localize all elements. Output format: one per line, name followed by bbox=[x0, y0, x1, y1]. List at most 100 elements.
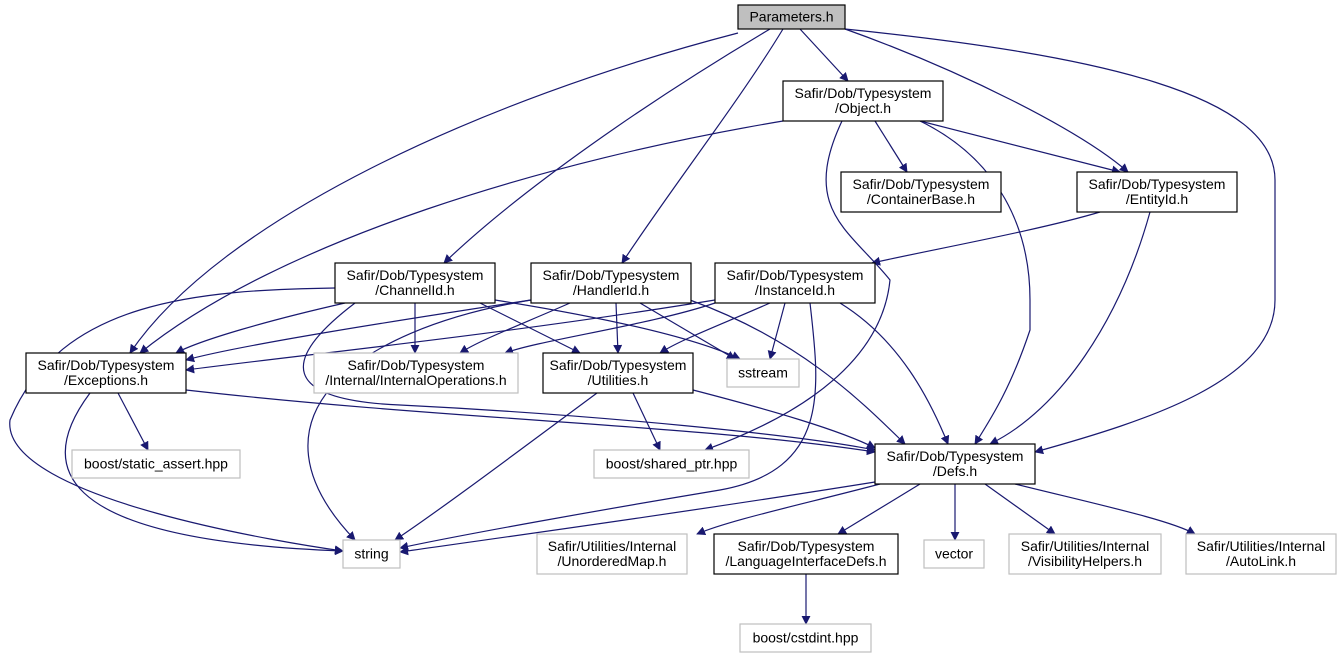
node-label-channelid-line-1: /ChannelId.h bbox=[375, 282, 454, 298]
node-box-string bbox=[342, 539, 401, 569]
node-entityid[interactable]: Safir/Dob/Typesystem/EntityId.h bbox=[1076, 171, 1238, 213]
edge-instanceid-to-string bbox=[399, 302, 817, 551]
edge-entityid-to-defs bbox=[989, 211, 1151, 445]
edge-defs-to-autolink bbox=[1014, 483, 1196, 535]
node-box-sstream bbox=[726, 358, 800, 388]
node-label-exceptions-line-1: /Exceptions.h bbox=[64, 372, 148, 388]
node-label-defs-line-1: /Defs.h bbox=[933, 463, 977, 479]
node-box-langdefs bbox=[713, 533, 899, 575]
node-box-entityid bbox=[1076, 171, 1238, 213]
node-label-entityid-line-0: Safir/Dob/Typesystem bbox=[1089, 176, 1226, 192]
edge-handlerid-to-exceptions bbox=[185, 299, 532, 363]
edge-exceptions-to-string bbox=[64, 392, 344, 556]
node-label-langdefs-line-1: /LanguageInterfaceDefs.h bbox=[725, 553, 886, 569]
node-label-containerbase-line-1: /ContainerBase.h bbox=[867, 191, 975, 207]
edge-handlerid-to-defs bbox=[689, 299, 906, 445]
edge-channelid-to-exceptions bbox=[175, 302, 346, 354]
node-box-sharedptr bbox=[593, 449, 750, 479]
node-staticassert: boost/static_assert.hpp bbox=[71, 449, 241, 479]
node-sstream: sstream bbox=[726, 358, 800, 388]
node-label-defs-line-0: Safir/Dob/Typesystem bbox=[887, 448, 1024, 464]
node-box-defs bbox=[874, 443, 1036, 485]
edge-object-to-exceptions bbox=[139, 120, 784, 354]
edge-object-to-entityid bbox=[919, 120, 1121, 175]
node-label-autolink-line-0: Safir/Utilities/Internal bbox=[1197, 538, 1325, 554]
edge-defs-to-langdefs bbox=[837, 483, 921, 535]
node-box-handlerid bbox=[530, 262, 692, 304]
node-label-instanceid-line-0: Safir/Dob/Typesystem bbox=[727, 267, 864, 283]
edge-channelid-to-utilities bbox=[479, 302, 581, 354]
node-label-handlerid-line-1: /HandlerId.h bbox=[573, 282, 649, 298]
node-string: string bbox=[342, 539, 401, 569]
node-label-exceptions-line-0: Safir/Dob/Typesystem bbox=[38, 357, 175, 373]
node-langdefs[interactable]: Safir/Dob/Typesystem/LanguageInterfaceDe… bbox=[713, 533, 899, 575]
node-label-internalops-line-0: Safir/Dob/Typesystem bbox=[348, 357, 485, 373]
node-vector: vector bbox=[923, 539, 985, 569]
edge-parameters-to-handlerid bbox=[621, 28, 784, 264]
nodes: Parameters.hSafir/Dob/Typesystem/Object.… bbox=[25, 4, 1337, 653]
edge-defs-to-visibility bbox=[984, 483, 1056, 535]
node-internalops: Safir/Dob/Typesystem/Internal/InternalOp… bbox=[313, 352, 519, 394]
edge-exceptions-to-defs bbox=[185, 389, 876, 456]
edge-parameters-to-entityid bbox=[844, 28, 1129, 173]
node-cstdint: boost/cstdint.hpp bbox=[739, 623, 872, 653]
node-channelid[interactable]: Safir/Dob/Typesystem/ChannelId.h bbox=[334, 262, 496, 304]
node-label-channelid-line-0: Safir/Dob/Typesystem bbox=[347, 267, 484, 283]
edge-parameters-to-object bbox=[799, 28, 849, 82]
node-exceptions[interactable]: Safir/Dob/Typesystem/Exceptions.h bbox=[25, 352, 187, 394]
node-label-unorderedmap-line-1: /UnorderedMap.h bbox=[558, 553, 667, 569]
node-label-unorderedmap-line-0: Safir/Utilities/Internal bbox=[548, 538, 676, 554]
node-visibility: Safir/Utilities/Internal/VisibilityHelpe… bbox=[1008, 533, 1162, 575]
edge-instanceid-to-defs bbox=[839, 302, 950, 445]
edge-defs-to-unorderedmap bbox=[696, 483, 881, 535]
node-object[interactable]: Safir/Dob/Typesystem/Object.h bbox=[782, 80, 944, 122]
node-label-object-line-1: /Object.h bbox=[835, 100, 891, 116]
node-label-visibility-line-0: Safir/Utilities/Internal bbox=[1021, 538, 1149, 554]
edge-channelid-to-defs bbox=[302, 302, 876, 453]
node-box-parameters bbox=[737, 4, 846, 30]
edge-instanceid-to-sstream bbox=[767, 302, 786, 360]
node-box-vector bbox=[923, 539, 985, 569]
node-label-staticassert-line-0: boost/static_assert.hpp bbox=[84, 456, 228, 472]
node-label-visibility-line-1: /VisibilityHelpers.h bbox=[1028, 553, 1142, 569]
node-label-string-line-0: string bbox=[354, 546, 388, 562]
node-label-handlerid-line-0: Safir/Dob/Typesystem bbox=[543, 267, 680, 283]
edge-object-to-sharedptr bbox=[704, 120, 891, 452]
edge-handlerid-to-sstream bbox=[639, 302, 736, 360]
node-box-object bbox=[782, 80, 944, 122]
node-label-vector-line-0: vector bbox=[935, 546, 973, 562]
node-label-langdefs-line-0: Safir/Dob/Typesystem bbox=[738, 538, 875, 554]
node-sharedptr: boost/shared_ptr.hpp bbox=[593, 449, 750, 479]
edge-instanceid-to-exceptions bbox=[185, 299, 716, 374]
edge-utilities-to-defs bbox=[692, 389, 876, 449]
node-instanceid[interactable]: Safir/Dob/Typesystem/InstanceId.h bbox=[714, 262, 876, 304]
node-label-containerbase-line-0: Safir/Dob/Typesystem bbox=[853, 176, 990, 192]
edge-entityid-to-instanceid bbox=[871, 211, 1101, 266]
edge-instanceid-to-utilities bbox=[659, 302, 771, 354]
node-utilities[interactable]: Safir/Dob/Typesystem/Utilities.h bbox=[542, 352, 694, 394]
node-autolink: Safir/Utilities/Internal/AutoLink.h bbox=[1185, 533, 1337, 575]
edge-utilities-to-string bbox=[394, 392, 598, 541]
edge-instanceid-to-internalops bbox=[504, 302, 716, 355]
node-box-channelid bbox=[334, 262, 496, 304]
node-defs[interactable]: Safir/Dob/Typesystem/Defs.h bbox=[874, 443, 1036, 485]
edge-object-to-defs bbox=[919, 120, 1031, 445]
edge-object-to-containerbase bbox=[874, 120, 908, 173]
edge-handlerid-to-internalops bbox=[459, 302, 571, 354]
edge-channelid-to-string bbox=[9, 287, 344, 555]
node-label-cstdint-line-0: boost/cstdint.hpp bbox=[753, 630, 859, 646]
node-parameters[interactable]: Parameters.h bbox=[737, 4, 846, 30]
node-handlerid[interactable]: Safir/Dob/Typesystem/HandlerId.h bbox=[530, 262, 692, 304]
edge-parameters-to-channelid bbox=[443, 28, 771, 264]
edge-parameters-to-exceptions bbox=[129, 32, 739, 354]
node-containerbase[interactable]: Safir/Dob/Typesystem/ContainerBase.h bbox=[840, 171, 1002, 213]
edge-defs-to-string bbox=[399, 481, 876, 556]
edge-utilities-to-sharedptr bbox=[632, 392, 661, 451]
node-box-unorderedmap bbox=[536, 533, 688, 575]
node-box-instanceid bbox=[714, 262, 876, 304]
node-unorderedmap: Safir/Utilities/Internal/UnorderedMap.h bbox=[536, 533, 688, 575]
node-label-utilities-line-0: Safir/Dob/Typesystem bbox=[550, 357, 687, 373]
node-box-exceptions bbox=[25, 352, 187, 394]
node-label-utilities-line-1: /Utilities.h bbox=[588, 372, 649, 388]
